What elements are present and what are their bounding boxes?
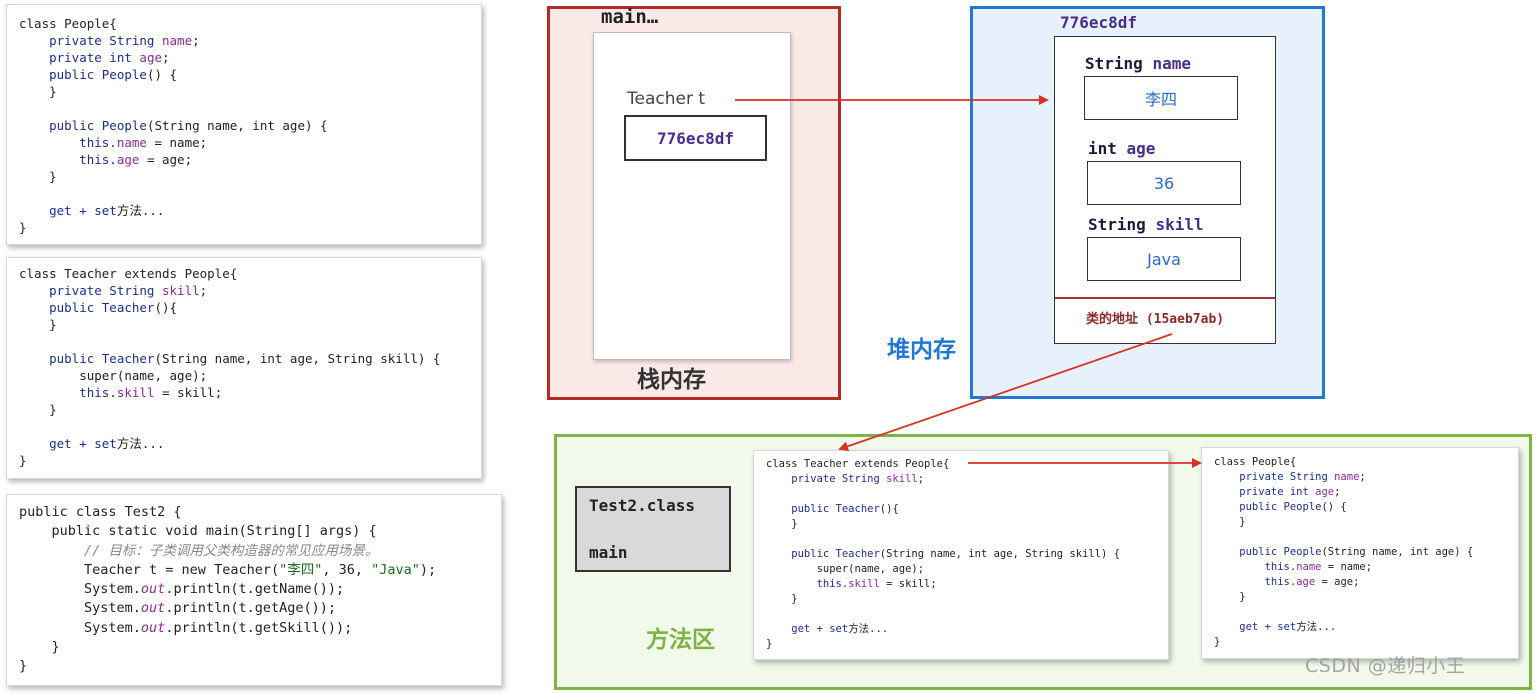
code-line: }	[766, 593, 798, 605]
code-line: }	[1214, 636, 1221, 648]
field-value-age: 36	[1087, 161, 1241, 205]
code-line: }	[1214, 591, 1246, 603]
field-value-skill: Java	[1087, 237, 1241, 281]
test2-class-code: public class Test2 { public static void …	[6, 494, 502, 686]
code-line: System.out.println(t.getAge());	[19, 600, 336, 617]
code-line: Teacher t = new Teacher("李四", 36, "Java"…	[19, 561, 437, 578]
code-line: get + set方法...	[1214, 621, 1337, 633]
code-line: }	[19, 84, 57, 99]
code-line: super(name, age);	[766, 563, 925, 575]
code-line: }	[766, 518, 798, 530]
code-line: System.out.println(t.getName());	[19, 581, 345, 598]
code-line: get + set方法...	[766, 623, 889, 635]
code-line: super(name, age);	[19, 368, 208, 383]
code-line: private int age;	[19, 50, 170, 65]
code-line: public People(String name, int age) {	[1214, 546, 1474, 558]
code-line: }	[19, 639, 60, 656]
stack-memory-title: 栈内存	[637, 367, 706, 393]
code-line: class Teacher extends People{	[19, 266, 238, 281]
teacher-class-code: class Teacher extends People{ private St…	[6, 257, 482, 479]
code-line: public Teacher(){	[19, 300, 178, 315]
stack-frame-label: main…	[601, 6, 659, 28]
field-label-skill: String skill	[1088, 215, 1204, 234]
code-line: public People() {	[19, 67, 178, 82]
code-line: this.age = age;	[19, 152, 193, 167]
code-line: public People() {	[1214, 501, 1347, 513]
method-area-title: 方法区	[646, 627, 715, 653]
code-line: }	[19, 453, 27, 468]
main-stack-frame	[593, 32, 791, 360]
heap-memory-title: 堆内存	[887, 337, 956, 363]
field-value-name: 李四	[1084, 76, 1238, 120]
code-line: class Teacher extends People{	[766, 458, 950, 470]
test2-class-label: Test2.class	[589, 496, 695, 515]
code-line: this.name = name;	[1214, 561, 1373, 573]
code-line: public static void main(String[] args) {	[19, 523, 377, 540]
code-line: private int age;	[1214, 486, 1341, 498]
code-comment: // 目标：子类调用父类构造器的常见应用场景。	[19, 542, 379, 559]
field-label-name: String name	[1085, 54, 1191, 73]
code-line: }	[19, 169, 57, 184]
code-line: }	[19, 402, 57, 417]
code-line: private String skill;	[766, 473, 925, 485]
test2-class-box: Test2.class main	[575, 486, 731, 572]
test2-main-label: main	[589, 543, 628, 562]
code-line: }	[19, 658, 28, 675]
code-line: private String name;	[19, 33, 200, 48]
code-line: }	[766, 638, 773, 650]
code-line: }	[19, 317, 57, 332]
code-line: }	[19, 220, 27, 235]
code-line: }	[1214, 516, 1246, 528]
code-line: private String name;	[1214, 471, 1366, 483]
method-area-people-code: class People{ private String name; priva…	[1201, 447, 1519, 659]
code-line: public Teacher(String name, int age, Str…	[766, 548, 1121, 560]
code-line: System.out.println(t.getSkill());	[19, 619, 353, 636]
code-line: public People(String name, int age) {	[19, 118, 328, 133]
stack-variable-label: Teacher t	[627, 89, 706, 109]
code-line: class People{	[19, 16, 117, 31]
code-line: public Teacher(String name, int age, Str…	[19, 351, 441, 366]
heap-divider	[1055, 297, 1275, 299]
heap-to-class-arrow	[838, 333, 1173, 452]
field-label-age: int age	[1088, 139, 1156, 158]
stack-reference-value: 776ec8df	[624, 115, 767, 161]
code-line: this.skill = skill;	[766, 578, 937, 590]
code-line: this.age = age;	[1214, 576, 1360, 588]
code-line: private String skill;	[19, 283, 208, 298]
code-line: public class Test2 {	[19, 504, 182, 520]
class-address-label: 类的地址 (15aeb7ab)	[1086, 312, 1225, 327]
code-line: this.name = name;	[19, 135, 208, 150]
watermark: CSDN @递归小王	[1305, 655, 1466, 677]
method-area-teacher-code: class Teacher extends People{ private St…	[753, 450, 1169, 660]
people-class-code: class People{ private String name; priva…	[6, 4, 482, 245]
code-line: get + set方法...	[19, 436, 165, 451]
code-line: class People{	[1214, 456, 1297, 468]
code-line: public Teacher(){	[766, 503, 899, 515]
code-line: this.skill = skill;	[19, 385, 223, 400]
code-line: get + set方法...	[19, 203, 165, 218]
heap-object-address: 776ec8df	[1060, 13, 1138, 32]
